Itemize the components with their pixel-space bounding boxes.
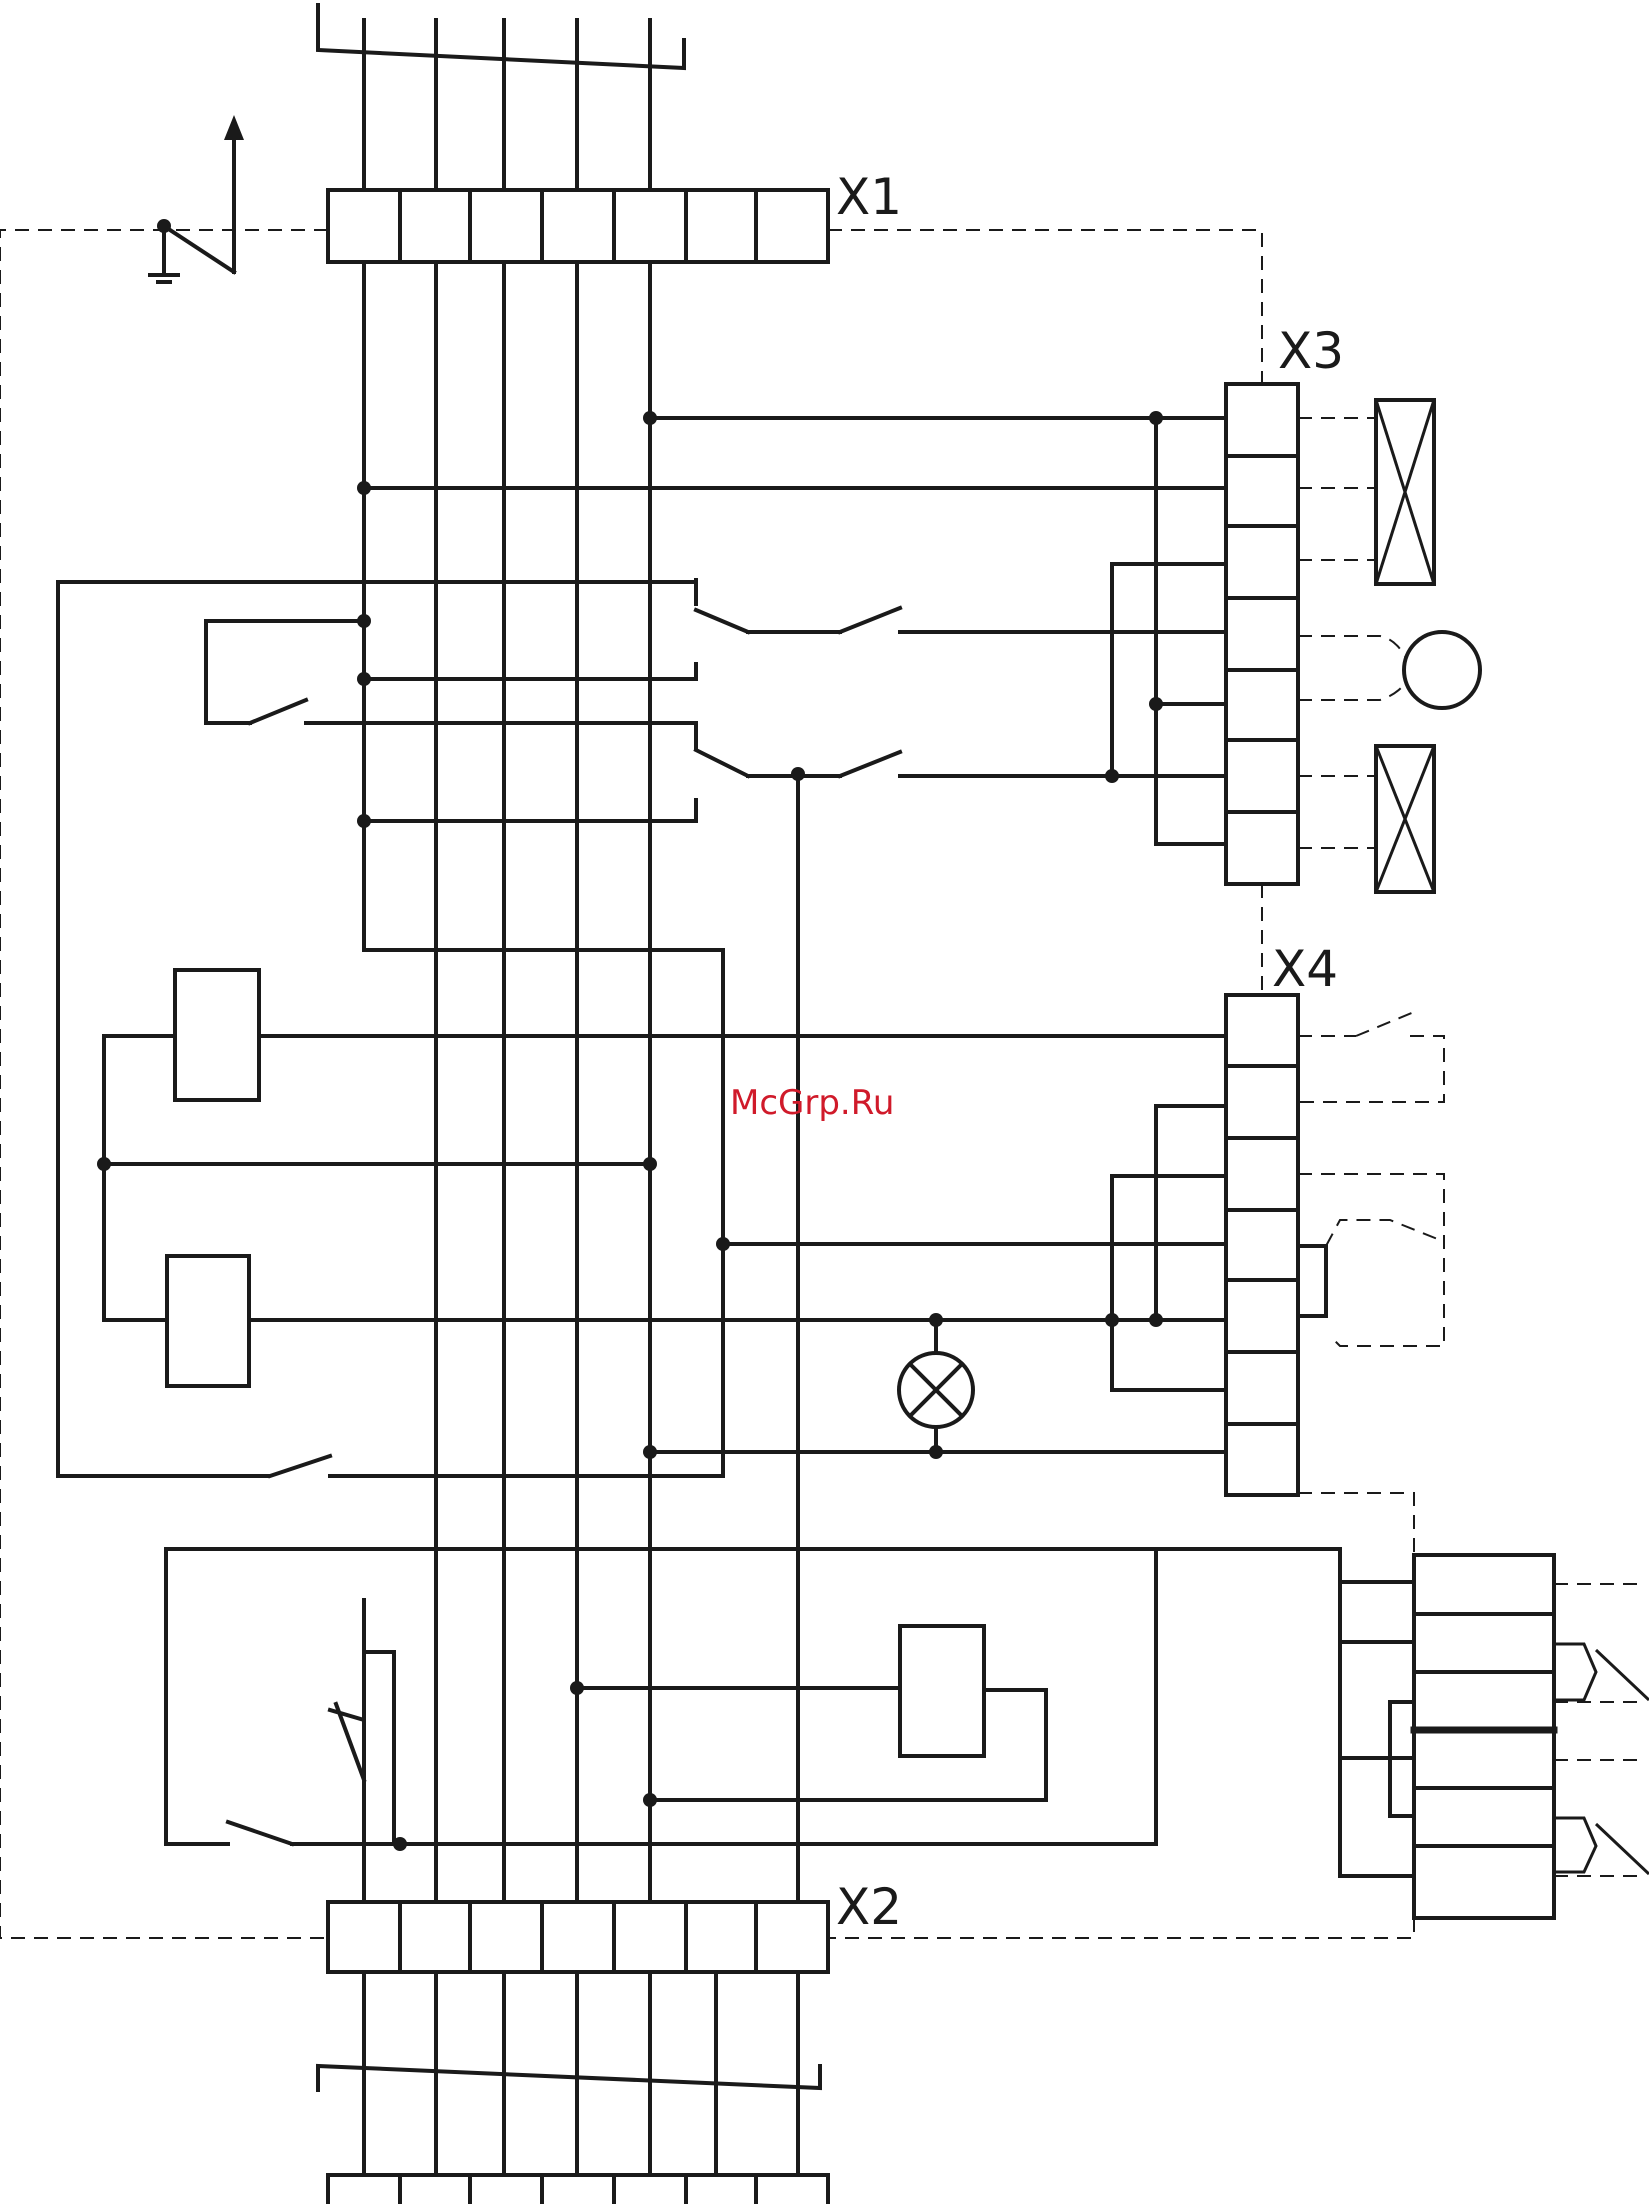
valve-icon: [1298, 746, 1434, 892]
ground-icon: [150, 115, 244, 282]
terminal-block-x4: [1226, 995, 1298, 1495]
terminal-block-x3: [1226, 384, 1298, 884]
x2-label: X2: [836, 1878, 902, 1936]
motor-icon: [1298, 632, 1480, 708]
terminal-block-x2: [328, 1902, 828, 1972]
relay-coil-icon: [104, 970, 1226, 1386]
watermark: McGrp.Ru: [730, 1083, 894, 1123]
x3-label: X3: [1278, 322, 1344, 380]
top-cable-bundle: [318, 5, 684, 190]
terminal-block-x1: [328, 190, 828, 262]
lower-section: [166, 1549, 1414, 1902]
lamp-icon: [899, 1353, 973, 1427]
vertical-bus: [364, 262, 798, 1902]
bottom-cable-bundle: [318, 1972, 828, 2204]
lower-right-terminal: [1414, 1555, 1649, 1918]
x4-label: X4: [1272, 940, 1338, 998]
x1-label: X1: [836, 168, 902, 226]
junction-dots: [97, 411, 1163, 1851]
switch-contact-icon: [1298, 1012, 1444, 1346]
valve-icon: [1298, 400, 1434, 584]
